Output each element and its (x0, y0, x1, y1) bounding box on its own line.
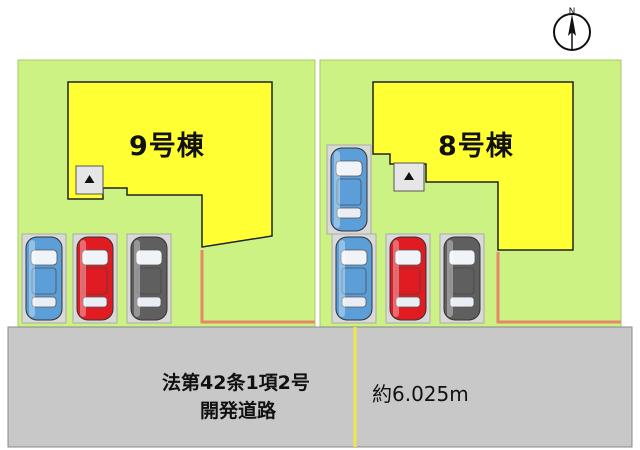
car-8-blue-top (326, 144, 372, 235)
car-9-gray (126, 233, 172, 324)
compass-icon: N (553, 7, 591, 51)
road-width-label: 約6.025m (372, 382, 469, 406)
car-8-blue (331, 233, 377, 324)
entrance-arrow-8 (404, 172, 414, 180)
road-type-label: 法第42条1項2号 (162, 372, 310, 394)
entrance-arrow-9 (84, 175, 95, 183)
building-9-label: 9号棟 (129, 131, 205, 162)
fence-lot-9 (200, 250, 315, 324)
car-8-red (385, 233, 431, 324)
building-8 (372, 81, 574, 251)
road-name-label: 開発道路 (200, 400, 277, 422)
road (7, 326, 633, 448)
compass-north-label: N (569, 7, 576, 17)
parking-spaces (21, 144, 485, 324)
building-9 (67, 81, 273, 248)
building-8-label: 8号棟 (438, 131, 514, 162)
car-9-red (72, 233, 118, 324)
car-9-blue (21, 233, 67, 324)
fence-lot-8 (496, 252, 621, 324)
car-8-gray (439, 233, 485, 324)
